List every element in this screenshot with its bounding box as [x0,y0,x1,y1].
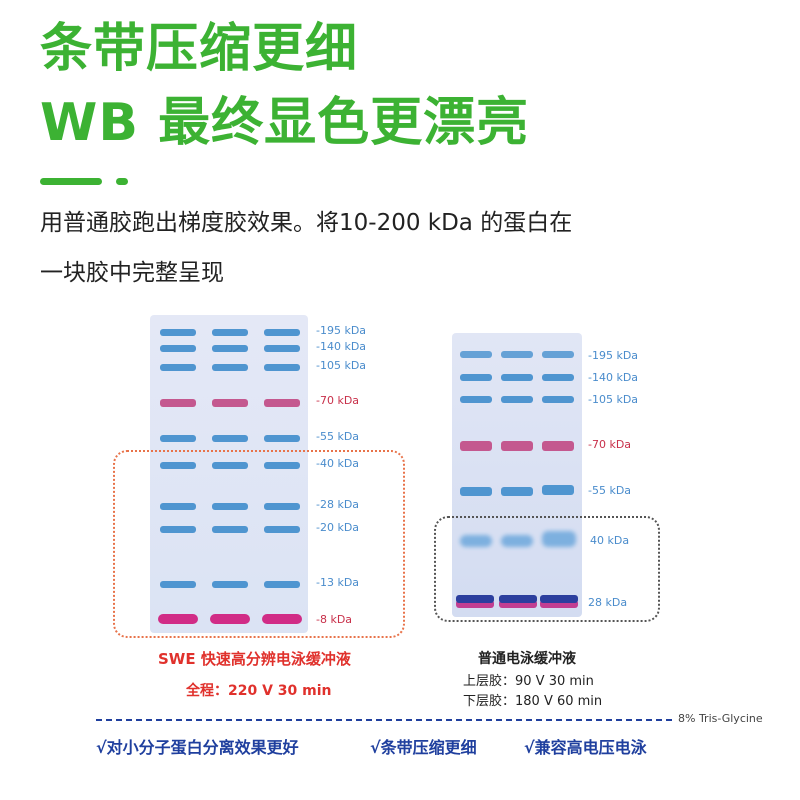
gel-band [212,462,248,469]
swe-marker-label: -195 kDa [316,324,367,337]
gel-band [210,614,250,624]
gel-band [456,595,494,603]
gel-band [212,329,248,336]
gel-band [158,614,198,624]
swe-marker-label: -140 kDa [316,340,367,353]
gel-band [501,374,533,381]
intro-line-1: 用普通胶跑出梯度胶效果。将10-200 kDa 的蛋白在 [40,210,573,236]
accent-bar [40,178,102,185]
standard-marker-label: 40 kDa [590,534,630,547]
swe-caption-title: SWE 快速高分辨电泳缓冲液 [158,650,351,668]
intro-line-2: 一块胶中完整呈现 [40,260,224,286]
gel-band [212,581,248,588]
gel-band [542,441,574,451]
gel-band [264,526,300,533]
gel-band [212,503,248,510]
gel-band [160,526,196,533]
gel-band [540,595,578,603]
gel-band [264,462,300,469]
feature-item: √条带压缩更细 [370,738,477,757]
gel-band [212,345,248,352]
standard-marker-label: 28 kDa [588,596,628,609]
gel-band [460,351,492,358]
gel-band [264,345,300,352]
swe-marker-label: -13 kDa [316,576,360,589]
swe-gel-image [150,315,308,633]
gel-band [212,526,248,533]
gel-band [160,329,196,336]
gel-band [501,535,533,547]
gel-band [542,485,574,495]
swe-marker-label: -55 kDa [316,430,360,443]
swe-highlight-box [113,450,405,638]
swe-marker-label: -28 kDa [316,498,360,511]
accent-dot [116,178,128,185]
standard-marker-label: -55 kDa [588,484,632,497]
swe-marker-label: -8 kDa [316,613,353,626]
gel-band [160,581,196,588]
standard-caption-title: 普通电泳缓冲液 [478,651,576,667]
standard-caption-stacking: 上层胶：90 V 30 min [463,674,594,689]
gel-band [542,351,574,358]
gel-band [542,531,576,547]
standard-marker-label: -70 kDa [588,438,632,451]
gel-band [160,399,196,407]
standard-highlight-box [434,516,660,622]
gel-band [212,364,248,371]
gel-band [542,396,574,403]
standard-caption-resolving: 下层胶：180 V 60 min [463,694,603,709]
gel-band [499,595,537,603]
gel-band [501,396,533,403]
swe-marker-label: -105 kDa [316,359,367,372]
gel-band [501,351,533,358]
gel-band [460,535,492,547]
gel-band [460,441,492,451]
feature-item: √对小分子蛋白分离效果更好 [96,738,299,757]
gel-band [460,487,492,496]
gel-band [212,399,248,407]
gel-band [160,364,196,371]
standard-marker-label: -140 kDa [588,371,639,384]
gel-band [264,581,300,588]
gel-band [542,374,574,381]
gel-band [501,487,533,496]
swe-marker-label: -70 kDa [316,394,360,407]
gel-band [264,503,300,510]
gel-band [264,364,300,371]
gel-band [262,614,302,624]
gel-band [460,374,492,381]
gel-band [264,329,300,336]
gel-band [264,399,300,407]
standard-gel-image [452,333,582,617]
gel-band [264,435,300,442]
gel-band [160,503,196,510]
standard-marker-label: -195 kDa [588,349,639,362]
footer-divider [96,719,672,721]
gel-band [501,441,533,451]
gel-band [460,396,492,403]
swe-marker-label: -20 kDa [316,521,360,534]
gel-band [160,435,196,442]
gel-band [160,345,196,352]
swe-marker-label: -40 kDa [316,457,360,470]
gel-band [212,435,248,442]
headline-line-1: 条带压缩更细 [40,19,359,79]
gel-type-label: 8% Tris-Glycine [678,712,763,725]
swe-caption-condition: 全程：220 V 30 min [186,683,332,699]
headline-line-2: WB 最终显色更漂亮 [40,93,530,153]
standard-marker-label: -105 kDa [588,393,639,406]
gel-band [160,462,196,469]
feature-item: √兼容高电压电泳 [524,738,647,757]
